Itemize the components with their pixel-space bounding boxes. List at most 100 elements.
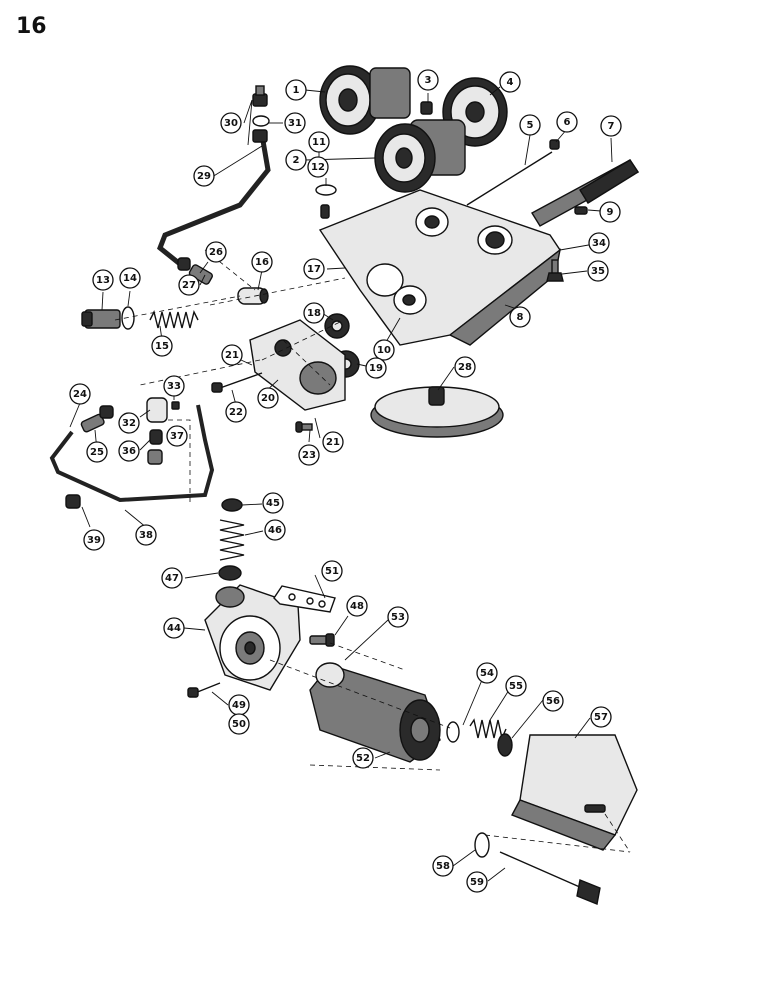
nut-47-drawing xyxy=(218,565,242,581)
callout-circle xyxy=(262,492,284,514)
callout-number: 47 xyxy=(165,573,179,584)
callout-number: 34 xyxy=(592,238,606,249)
callout-number: 50 xyxy=(232,719,246,730)
callout-number: 55 xyxy=(509,681,523,692)
callout-number: 35 xyxy=(591,266,605,277)
tube-29-drawing xyxy=(157,134,271,270)
valve-16-drawing xyxy=(237,287,269,305)
callout-circle xyxy=(86,441,108,463)
callout-number: 9 xyxy=(607,207,614,218)
cover-20-drawing xyxy=(249,319,346,411)
callout-26: 26 xyxy=(205,241,227,263)
callout-39: 39 xyxy=(83,529,105,551)
callout-1: 1 xyxy=(285,79,307,101)
callout-number: 49 xyxy=(232,700,246,711)
callout-circle xyxy=(285,79,307,101)
gasket-51-drawing xyxy=(273,585,336,613)
callout-number: 51 xyxy=(325,566,339,577)
callout-circle xyxy=(454,356,476,378)
callout-circle xyxy=(542,690,564,712)
spring-55-drawing xyxy=(469,718,507,741)
callout-number: 59 xyxy=(470,877,484,888)
callout-circle xyxy=(135,524,157,546)
callout-56: 56 xyxy=(542,690,564,712)
callout-number: 22 xyxy=(229,407,243,418)
cap-45-drawing xyxy=(221,498,243,512)
fitting-30-drawing xyxy=(252,85,270,143)
tube-38-drawing xyxy=(49,404,215,503)
bolt-23-drawing xyxy=(295,421,313,433)
callout-circle xyxy=(303,258,325,280)
callout-number: 15 xyxy=(155,341,169,352)
callout-2: 2 xyxy=(285,149,307,171)
callout-28: 28 xyxy=(454,356,476,378)
shell-57-drawing xyxy=(511,734,638,851)
callout-22: 22 xyxy=(225,401,247,423)
callout-number: 8 xyxy=(517,312,524,323)
callout-53: 53 xyxy=(387,606,409,628)
callout-11: 11 xyxy=(308,131,330,153)
callout-number: 27 xyxy=(182,280,196,291)
callout-circle xyxy=(298,444,320,466)
callout-number: 18 xyxy=(307,308,321,319)
callout-37: 37 xyxy=(166,425,188,447)
callout-number: 37 xyxy=(170,431,184,442)
callout-44: 44 xyxy=(163,617,185,639)
bolt-59-drawing xyxy=(499,851,601,905)
dowel-12-drawing xyxy=(320,204,330,219)
callout-circle xyxy=(166,425,188,447)
pump-gear-18-drawing xyxy=(324,313,350,339)
part-3-drawing xyxy=(420,101,433,115)
callout-circle xyxy=(588,232,610,254)
plug-13-drawing xyxy=(81,309,121,329)
callout-36: 36 xyxy=(118,440,140,462)
callout-number: 19 xyxy=(369,363,383,374)
callout-circle xyxy=(118,412,140,434)
callout-47: 47 xyxy=(161,567,183,589)
callout-31: 31 xyxy=(284,112,306,134)
gear-1-drawing xyxy=(319,65,411,135)
callout-number: 56 xyxy=(546,696,560,707)
callout-20: 20 xyxy=(257,387,279,409)
callout-18: 18 xyxy=(303,302,325,324)
callout-59: 59 xyxy=(466,871,488,893)
callout-19: 19 xyxy=(365,357,387,379)
callout-number: 58 xyxy=(436,861,450,872)
callout-24: 24 xyxy=(69,383,91,405)
callout-circle xyxy=(284,112,306,134)
callout-circle xyxy=(352,747,374,769)
callout-number: 54 xyxy=(480,668,494,679)
callout-6: 6 xyxy=(556,111,578,133)
callout-number: 17 xyxy=(307,264,321,275)
callout-46: 46 xyxy=(264,519,286,541)
washer-11-drawing xyxy=(315,184,337,196)
callout-circle xyxy=(151,335,173,357)
callout-51: 51 xyxy=(321,560,343,582)
callout-number: 13 xyxy=(96,275,110,286)
callout-16: 16 xyxy=(251,251,273,273)
fitting-32-drawing xyxy=(146,397,180,423)
bolt-35-drawing xyxy=(546,259,564,282)
callout-number: 12 xyxy=(311,162,325,173)
callout-57: 57 xyxy=(590,706,612,728)
callout-38: 38 xyxy=(135,524,157,546)
callout-number: 36 xyxy=(122,446,136,457)
ring-56-drawing xyxy=(497,733,513,757)
callout-circle xyxy=(161,567,183,589)
washer-54-drawing xyxy=(446,721,460,743)
callout-circle xyxy=(303,302,325,324)
callout-number: 21 xyxy=(326,437,340,448)
callout-circle xyxy=(307,156,329,178)
callout-circle xyxy=(432,855,454,877)
fitting-24-drawing xyxy=(80,405,114,433)
callout-circle xyxy=(308,131,330,153)
callout-58: 58 xyxy=(432,855,454,877)
callout-circle xyxy=(321,560,343,582)
callout-number: 26 xyxy=(209,247,223,258)
callout-30: 30 xyxy=(220,112,242,134)
spring-15-drawing xyxy=(149,309,199,329)
callout-number: 48 xyxy=(350,601,364,612)
bolt-49-drawing xyxy=(187,682,221,698)
callout-4: 4 xyxy=(499,71,521,93)
